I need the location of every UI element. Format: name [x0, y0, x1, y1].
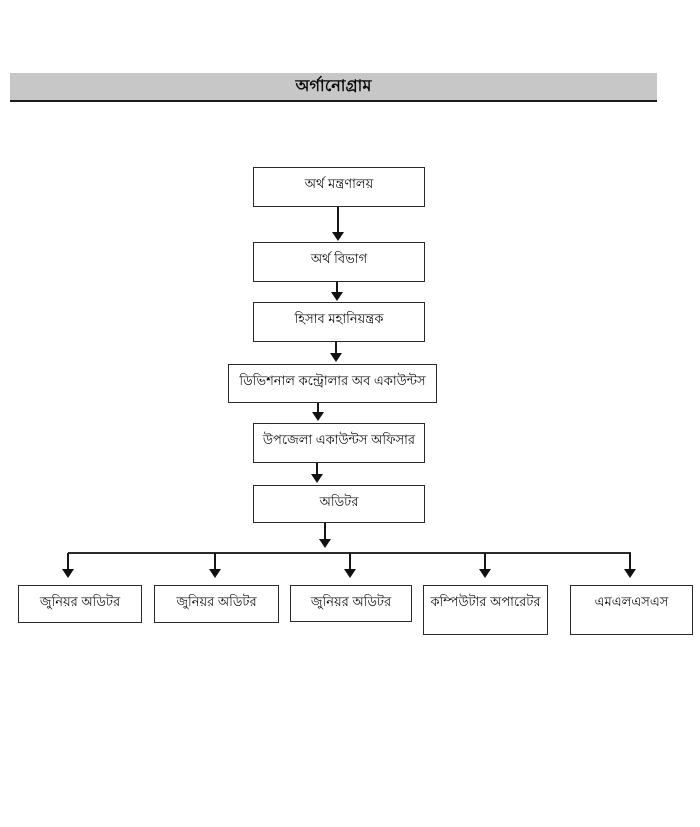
arrow-head — [209, 569, 221, 578]
arrow-head — [312, 412, 324, 421]
node-label: অডিটর — [319, 494, 359, 509]
node-label: জুনিয়র অডিটর — [310, 594, 392, 609]
down-arrow-icon — [331, 282, 343, 301]
node-label: অর্থ বিভাগ — [310, 251, 368, 266]
arrow-head — [479, 569, 491, 578]
node-upazila-accounts-officer: উপজেলা একাউন্টস অফিসার — [253, 423, 425, 463]
arrow-shaft — [349, 553, 351, 570]
node-mlss: এমএলএসএস — [570, 585, 693, 635]
node-label: জুনিয়র অডিটর — [39, 594, 121, 609]
node-auditor: অডিটর — [253, 485, 425, 523]
node-label: কম্পিউটার অপারেটর — [430, 594, 541, 609]
header-bar: অর্গানোগ্রাম — [10, 73, 657, 102]
arrow-head — [319, 539, 331, 548]
arrow-shaft — [67, 553, 69, 570]
node-divisional-controller-of-accounts: ডিভিশনাল কন্ট্রোলার অব একাউন্টস — [228, 364, 437, 403]
node-controller-general-of-accounts: হিসাব মহানিয়ন্ত্রক — [253, 302, 425, 342]
arrow-shaft — [336, 282, 338, 293]
node-label: জুনিয়র অডিটর — [176, 594, 257, 609]
down-arrow-icon — [319, 523, 331, 548]
arrow-head — [311, 474, 323, 483]
down-arrow-icon — [62, 553, 74, 578]
arrow-shaft — [335, 342, 337, 354]
node-label: ডিভিশনাল কন্ট্রোলার অব একাউন্টস — [239, 373, 426, 388]
arrow-shaft — [317, 403, 319, 413]
arrow-head — [330, 353, 342, 362]
arrow-shaft — [214, 553, 216, 570]
arrow-shaft — [324, 523, 326, 540]
node-label: উপজেলা একাউন্টস অফিসার — [262, 432, 416, 447]
down-arrow-icon — [311, 463, 323, 483]
arrow-head — [624, 569, 636, 578]
down-arrow-icon — [312, 403, 324, 421]
arrow-head — [62, 569, 74, 578]
node-finance-division: অর্থ বিভাগ — [253, 242, 425, 282]
arrow-head — [332, 232, 344, 241]
node-label: অর্থ মন্ত্রণালয় — [304, 176, 374, 191]
arrow-shaft — [337, 207, 339, 233]
arrow-shaft — [629, 553, 631, 570]
down-arrow-icon — [479, 553, 491, 578]
down-arrow-icon — [330, 342, 342, 362]
node-junior-auditor-3: জুনিয়র অডিটর — [290, 585, 412, 622]
arrow-shaft — [484, 553, 486, 570]
node-computer-operator: কম্পিউটার অপারেটর — [423, 585, 548, 635]
node-label: হিসাব মহানিয়ন্ত্রক — [294, 311, 384, 326]
node-junior-auditor-1: জুনিয়র অডিটর — [18, 585, 142, 623]
down-arrow-icon — [344, 553, 356, 578]
arrow-head — [331, 292, 343, 301]
node-ministry-of-finance: অর্থ মন্ত্রণালয় — [253, 167, 425, 207]
down-arrow-icon — [624, 553, 636, 578]
down-arrow-icon — [332, 207, 344, 241]
node-junior-auditor-2: জুনিয়র অডিটর — [154, 585, 279, 623]
node-label: এমএলএসএস — [594, 594, 669, 609]
arrow-head — [344, 569, 356, 578]
down-arrow-icon — [209, 553, 221, 578]
arrow-shaft — [316, 463, 318, 475]
page-title: অর্গানোগ্রাম — [295, 78, 372, 95]
